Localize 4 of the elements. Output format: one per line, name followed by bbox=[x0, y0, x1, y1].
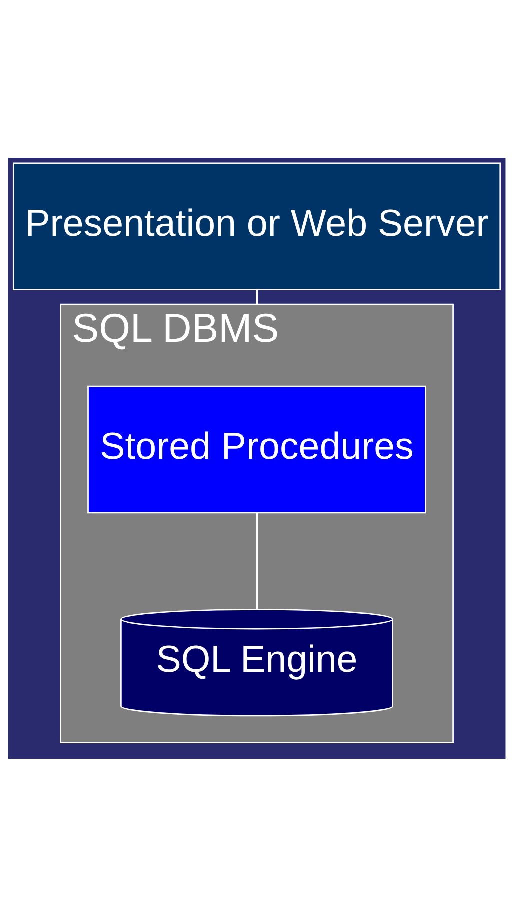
node-box: Presentation or Web Server bbox=[12, 162, 502, 290]
connector bbox=[256, 513, 258, 610]
connector bbox=[256, 290, 258, 305]
node-box: Stored Procedures bbox=[88, 386, 426, 514]
